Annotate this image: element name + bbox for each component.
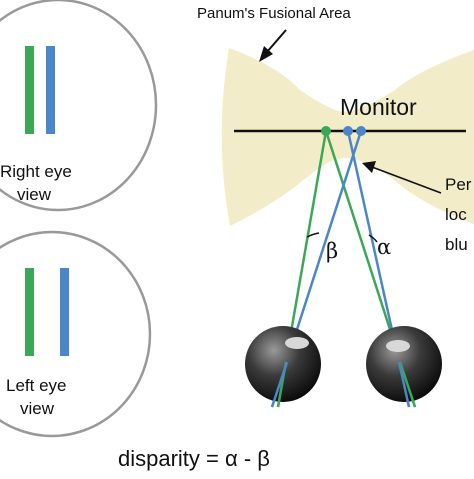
alpha-label: α [377,235,391,259]
left-eye-label-line2: view [20,399,55,418]
percept-label-line2: loc [445,205,467,224]
right-eye-label-line2: view [17,185,52,204]
right-eye-blue-sightline-front [397,361,411,408]
fusional-area-title: Panum's Fusional Area [197,5,351,22]
alpha-angle-arc [368,234,378,243]
percept-arrow-line [371,166,442,194]
blue-target-point-left [343,126,353,136]
right-eye-blue-bar [46,46,55,134]
beta-angle-arc [306,232,320,238]
right-eye-label-line1: Right eye [0,162,72,181]
blue-target-point-right [356,126,366,136]
left-eye-label-line1: Left eye [6,376,67,395]
right-eyeball [366,326,442,402]
left-eye-green-bar [25,268,34,356]
right-eye-green-sightline-front [398,361,417,408]
left-eye-blue-sightline-front [270,361,289,408]
fusional-area-arrow-line [266,29,287,53]
monitor-label: Monitor [340,94,417,120]
left-eye-blue-bar [60,268,69,356]
fusional-area-arrow-head [259,46,273,62]
left-eye-view-ellipse [0,230,152,438]
left-eye-view-panel: Left eye view [0,230,152,438]
disparity-formula: disparity = α - β [118,446,270,471]
beta-label: β [326,239,338,263]
left-eyeball [245,326,321,402]
right-eye-view-ellipse [0,0,158,212]
percept-arrow-head [362,161,376,173]
percept-label-line3: blu [445,235,468,254]
right-eye-green-bar [25,46,34,134]
percept-label-line1: Per [445,175,472,194]
green-target-point [321,126,331,136]
right-eye-view-panel: Right eye view [0,0,158,212]
